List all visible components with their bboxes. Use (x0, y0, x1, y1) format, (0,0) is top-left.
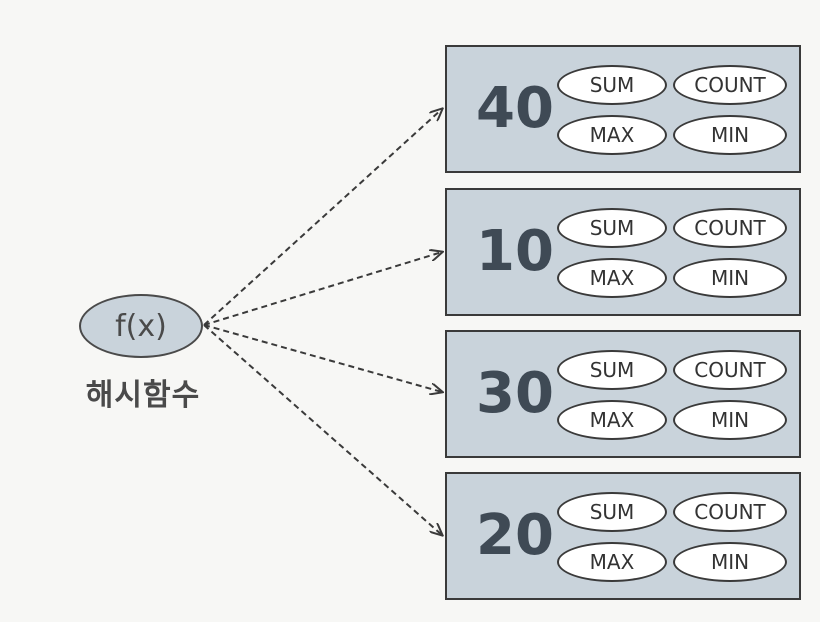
min-pill: MIN (673, 400, 787, 440)
count-pill: COUNT (673, 65, 787, 105)
arrow-to-bucket-30 (203, 324, 442, 392)
count-pill: COUNT (673, 492, 787, 532)
bucket-40: 40 SUM COUNT MAX MIN (445, 45, 801, 173)
sum-pill: SUM (557, 208, 667, 248)
count-pill: COUNT (673, 208, 787, 248)
bucket-10: 10 SUM COUNT MAX MIN (445, 188, 801, 316)
arrow-to-bucket-40 (203, 109, 442, 326)
hash-function-node: f(x) (79, 294, 203, 358)
hash-function-caption: 해시함수 (85, 378, 201, 413)
arrow-to-bucket-10 (203, 252, 442, 326)
bucket-key: 40 (476, 76, 554, 141)
arrow-to-bucket-20 (203, 324, 442, 535)
max-pill: MAX (557, 258, 667, 298)
sum-pill: SUM (557, 492, 667, 532)
max-pill: MAX (557, 400, 667, 440)
bucket-20: 20 SUM COUNT MAX MIN (445, 472, 801, 600)
bucket-key: 10 (476, 219, 554, 284)
max-pill: MAX (557, 542, 667, 582)
count-pill: COUNT (673, 350, 787, 390)
hash-function-label: f(x) (115, 308, 167, 344)
bucket-key: 30 (476, 361, 554, 426)
sum-pill: SUM (557, 350, 667, 390)
bucket-30: 30 SUM COUNT MAX MIN (445, 330, 801, 458)
max-pill: MAX (557, 115, 667, 155)
min-pill: MIN (673, 542, 787, 582)
bucket-key: 20 (476, 503, 554, 568)
sum-pill: SUM (557, 65, 667, 105)
min-pill: MIN (673, 115, 787, 155)
min-pill: MIN (673, 258, 787, 298)
